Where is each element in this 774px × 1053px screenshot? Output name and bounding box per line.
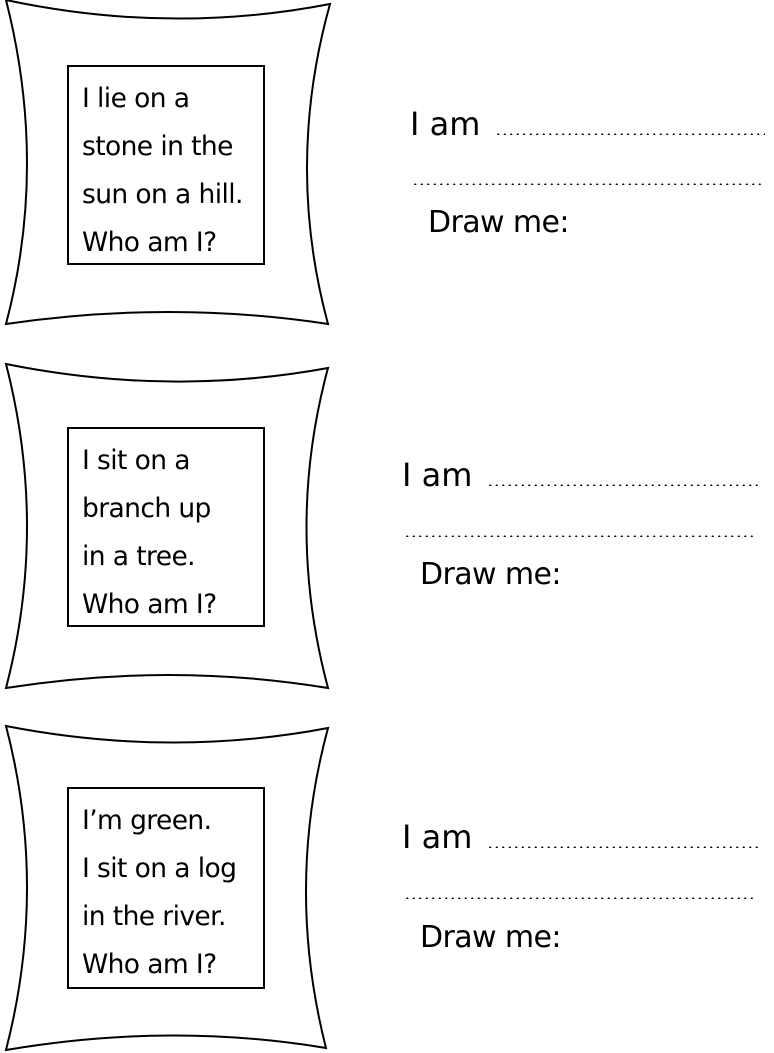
- answer-dotted-line-continued[interactable]: [404, 897, 756, 899]
- answer-line-2: I am: [402, 455, 759, 495]
- riddle-line: I’m green.: [82, 805, 212, 836]
- answer-prefix: I am: [402, 818, 473, 856]
- riddle-card-1: I lie on a stone in the sun on a hill. W…: [0, 0, 340, 330]
- draw-me-label: Draw me:: [420, 920, 561, 955]
- answer-dotted-line-continued[interactable]: [412, 183, 762, 185]
- answer-line-3: I am: [402, 817, 759, 857]
- answer-prefix: I am: [410, 105, 481, 143]
- riddle-line: I sit on a: [82, 445, 191, 476]
- riddle-line: in the river.: [82, 901, 226, 932]
- riddle-line: Who am I?: [82, 227, 217, 258]
- riddle-line: stone in the: [82, 131, 233, 162]
- answer-dotted-line[interactable]: [486, 484, 759, 486]
- answer-line-1: I am: [410, 104, 765, 144]
- riddle-card-2: I sit on a branch up in a tree. Who am I…: [0, 362, 340, 692]
- riddle-line: sun on a hill.: [82, 179, 243, 210]
- draw-me-label: Draw me:: [428, 205, 569, 240]
- riddle-text-box: I lie on a stone in the sun on a hill. W…: [67, 65, 265, 265]
- riddle-line: in a tree.: [82, 541, 196, 572]
- riddle-text-box: I’m green. I sit on a log in the river. …: [67, 787, 265, 989]
- riddle-card-3: I’m green. I sit on a log in the river. …: [0, 722, 340, 1052]
- draw-me-label: Draw me:: [420, 557, 561, 592]
- answer-prefix: I am: [402, 456, 473, 494]
- riddle-line: I sit on a log: [82, 853, 237, 884]
- answer-dotted-line[interactable]: [486, 846, 759, 848]
- riddle-text-box: I sit on a branch up in a tree. Who am I…: [67, 427, 265, 627]
- riddle-line: Who am I?: [82, 589, 217, 620]
- riddle-line: Who am I?: [82, 949, 217, 980]
- answer-dotted-line-continued[interactable]: [404, 535, 756, 537]
- answer-dotted-line[interactable]: [494, 133, 765, 135]
- riddle-line: I lie on a: [82, 83, 190, 114]
- riddle-line: branch up: [82, 493, 211, 524]
